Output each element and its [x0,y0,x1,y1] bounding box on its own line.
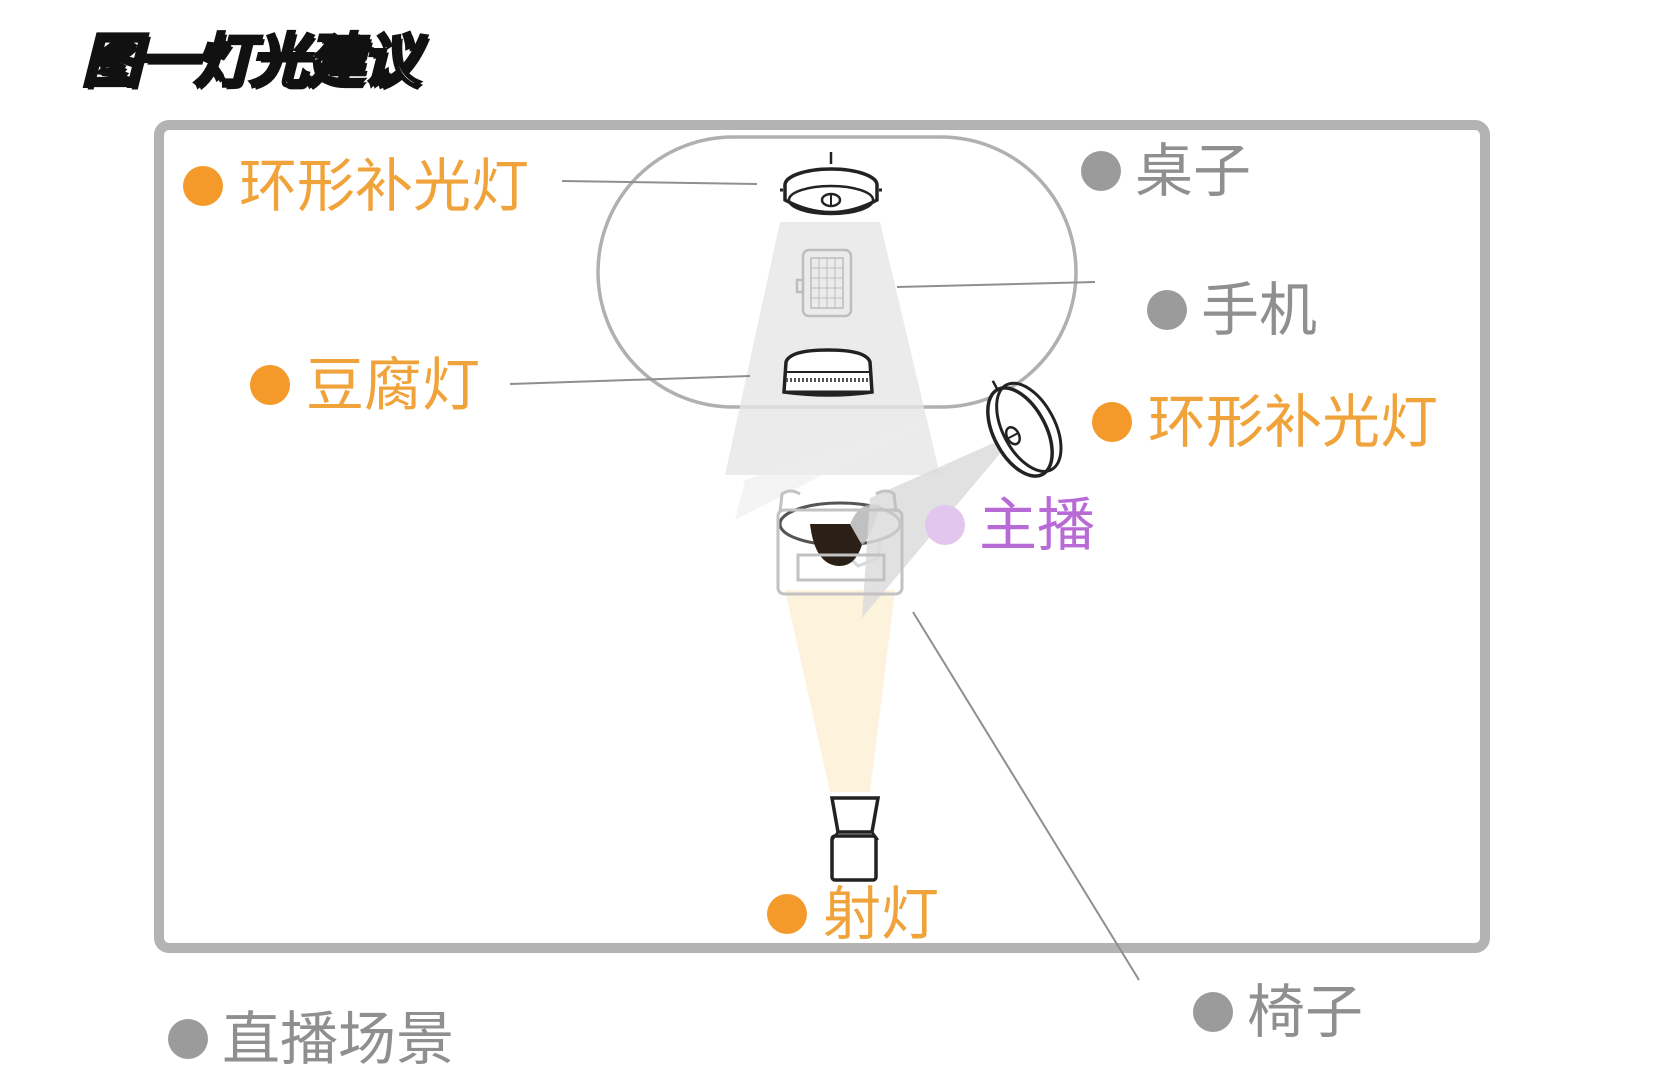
label-scene: 直播场景 [168,1010,454,1068]
label-chair: 椅子 [1193,983,1363,1041]
label-desk: 桌子 [1081,142,1251,200]
chair-text: 椅子 [1247,978,1364,1046]
leader-tofu [509,375,751,385]
label-host: 主播 [925,496,1095,554]
chair-icon [776,489,904,596]
spotlight-marker [767,894,807,934]
side-light-cone-secondary [735,420,930,520]
phone-icon [795,248,853,318]
ring-light-icon [986,380,1063,478]
chair-marker [1193,992,1233,1032]
scene-border [154,120,1490,953]
tofu-light-panel-icon [782,348,874,397]
leader-phone [896,281,1096,288]
phone-text: 手机 [1201,276,1318,344]
leader-ring-top [561,180,758,185]
host-marker [925,505,965,545]
desk-marker [1081,151,1121,191]
ring-light-right-marker [1092,402,1132,442]
phone-marker [1147,290,1187,330]
label-ring-light-right: 环形补光灯 [1092,393,1438,451]
label-tofu-light: 豆腐灯 [250,356,480,414]
label-ring-light-top: 环形补光灯 [183,157,529,215]
spotlight-icon [829,796,881,882]
spotlight-text: 射灯 [823,880,940,948]
scene-text: 直播场景 [222,1005,455,1073]
spotlight-beam [785,590,895,792]
tofu-light-marker [250,365,290,405]
diagram-title: 图一灯光建议 [80,26,421,97]
scene-marker [168,1019,208,1059]
ring-light-marker [183,166,223,206]
host-text: 主播 [979,491,1096,559]
ring-light-top-text: 环形补光灯 [239,152,530,220]
desk-text: 桌子 [1135,137,1252,205]
ring-light-icon [780,152,882,216]
ring-light-right-text: 环形补光灯 [1148,388,1439,456]
tofu-light-text: 豆腐灯 [306,351,481,419]
label-spotlight: 射灯 [767,885,939,943]
leader-chair [912,611,1140,981]
label-phone: 手机 [1147,281,1317,339]
